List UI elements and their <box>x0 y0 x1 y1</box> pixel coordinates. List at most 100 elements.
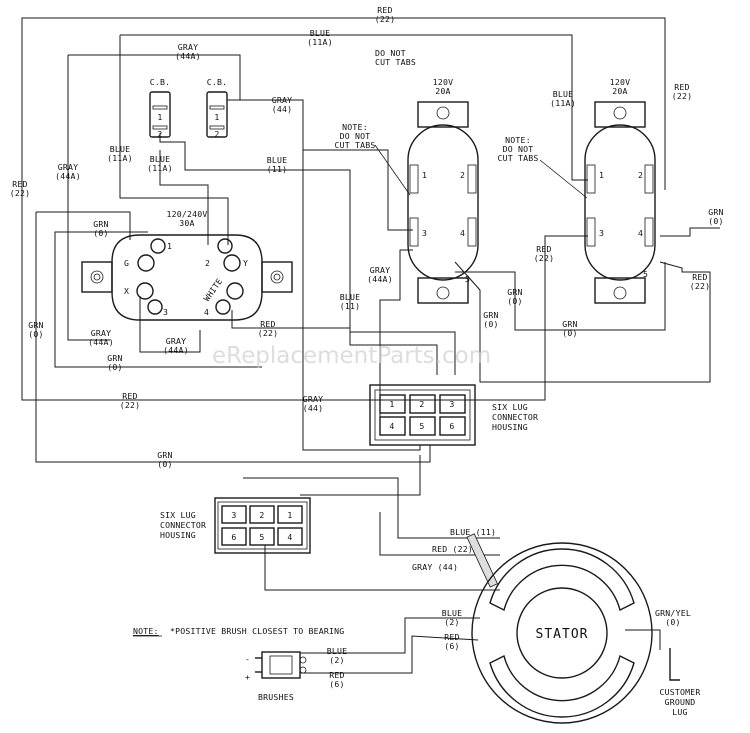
wire-red-22-t4 <box>231 310 438 375</box>
label-red-22-right: RED(22) <box>672 82 693 101</box>
outlet-2-t3: 3 <box>599 228 604 238</box>
wire-labels: RED(22) BLUE(11A) GRAY(44A) GRAY(44) BLU… <box>10 5 724 689</box>
wire-gray-44a-x <box>139 296 201 353</box>
stator: STATOR <box>471 542 653 724</box>
brush-plus: + <box>245 672 250 682</box>
wire-grn-0-right <box>660 227 720 237</box>
outlet-1-t2: 2 <box>460 170 465 180</box>
wire-grn-0-g <box>54 231 262 368</box>
label-gray-44a-mid: GRAY(44A) <box>367 265 393 284</box>
wire-blue-11-lower <box>243 477 500 539</box>
conn-top-lug-5: 5 <box>419 421 424 431</box>
label-red-6-brush: RED(6) <box>329 670 344 689</box>
label-gray-44-low: GRAY(44) <box>303 394 324 413</box>
label-red-22-bx: RED(22) <box>258 319 279 338</box>
outlet-240-white: WHITE <box>201 276 224 303</box>
label-blue-11-mid2: BLUE(11) <box>340 292 361 311</box>
wire-blue-11-cb <box>159 133 456 375</box>
label-red-22-low: RED(22) <box>120 391 141 410</box>
label-blue-2-brush: BLUE(2) <box>327 646 348 665</box>
label-blue-11a-left: BLUE(11A) <box>107 144 133 163</box>
wire-gray-44a-o1 <box>379 249 413 430</box>
outlet-2-t1: 1 <box>599 170 604 180</box>
wire-blue-11a-top <box>120 34 588 181</box>
wire-gray-44a-left <box>67 55 110 341</box>
conn-bot-lug-3: 3 <box>231 510 236 520</box>
outlet-2-t5: 5 <box>643 269 648 279</box>
label-grn-0-low: GRN(0) <box>107 353 122 372</box>
wire-blue-11a-left <box>119 35 229 245</box>
wire-gray-44-cb <box>227 99 413 231</box>
breaker-right-t1: 1 <box>214 112 219 122</box>
wire-red-6-stator <box>300 635 479 674</box>
label-red-22-h: RED (22) <box>432 544 473 554</box>
conn-bot-lug-6: 6 <box>231 532 236 542</box>
conn-top-lug-1: 1 <box>389 399 394 409</box>
label-blue-11-h: BLUE (11) <box>450 527 496 537</box>
label-blue-2-stator: BLUE(2) <box>442 608 463 627</box>
label-gray-44a-left: GRAY(44A) <box>55 162 81 181</box>
outlet-1-t5: 5 <box>465 274 470 284</box>
outlet-1-t3: 3 <box>422 228 427 238</box>
outlet-240-x: X <box>124 286 129 296</box>
brushes: - + BRUSHES <box>245 651 307 702</box>
conn-top-lug-6: 6 <box>449 421 454 431</box>
outlet-240-g: G <box>124 258 129 268</box>
breaker-right-t2: 2 <box>214 129 219 139</box>
label-grn-0-bottom: GRN(0) <box>157 450 172 469</box>
brushes-label: BRUSHES <box>258 692 294 702</box>
label-red-22-o2: RED(22) <box>534 244 555 263</box>
conn-top-lug-4: 4 <box>389 421 394 431</box>
label-grn-0-g: GRN(0) <box>93 219 108 238</box>
conn-top-lug-3: 3 <box>449 399 454 409</box>
watermark: eReplacementParts.com <box>212 343 491 369</box>
brush-minus: - <box>245 654 250 664</box>
label-blue-11-mid: BLUE(11) <box>267 155 288 174</box>
conn-bot-lug-2: 2 <box>259 510 264 520</box>
wire-blue-2-stator <box>300 617 480 654</box>
stator-label: STATOR <box>536 627 589 642</box>
outlet-1-t1: 1 <box>422 170 427 180</box>
wire-grn-0-left-top <box>36 211 131 240</box>
label-red-22-left: RED(22) <box>10 179 31 198</box>
label-grn-0-left: GRN(0) <box>28 320 43 339</box>
brush-note: NOTE: *POSITIVE BRUSH CLOSEST TO BEARING <box>133 626 344 637</box>
label-grn-0-right: GRN(0) <box>708 207 723 226</box>
label-grn-0-o1b: GRN(0) <box>483 310 498 329</box>
circuit-breaker-left: C.B. 1 2 <box>149 77 171 139</box>
breaker-left-label: C.B. <box>150 77 171 87</box>
label-grn-0-o2: GRN(0) <box>562 319 577 338</box>
conn-bot-lug-5: 5 <box>259 532 264 542</box>
outlet-2-t4: 4 <box>638 228 643 238</box>
conn-bot-lug-4: 4 <box>287 532 292 542</box>
outlet-240-t1: 1 <box>167 241 172 251</box>
label-gray-44a-top: GRAY(44A) <box>175 42 201 61</box>
wire-lower-connect <box>300 455 421 496</box>
wire-gray-44-low <box>302 150 421 451</box>
wire-grn-yel-ground <box>625 629 661 650</box>
label-red-22-right2: RED(22) <box>690 272 711 291</box>
label-gray-44-cb: GRAY(44) <box>272 95 293 114</box>
outlet-240-y: Y <box>243 258 248 268</box>
breaker-right-label: C.B. <box>207 77 228 87</box>
label-gray-44-h: GRAY (44) <box>412 562 458 572</box>
wire-gray-44a-top <box>68 54 241 100</box>
label-grn-0-o1: GRN(0) <box>507 287 522 306</box>
breaker-left-t1: 1 <box>157 112 162 122</box>
wire-blue-11a-cb <box>159 150 209 245</box>
wire-red-22-right <box>545 261 711 383</box>
label-blue-11a-cb: BLUE(11A) <box>147 154 173 173</box>
wire-bundle-wrap <box>466 533 498 588</box>
